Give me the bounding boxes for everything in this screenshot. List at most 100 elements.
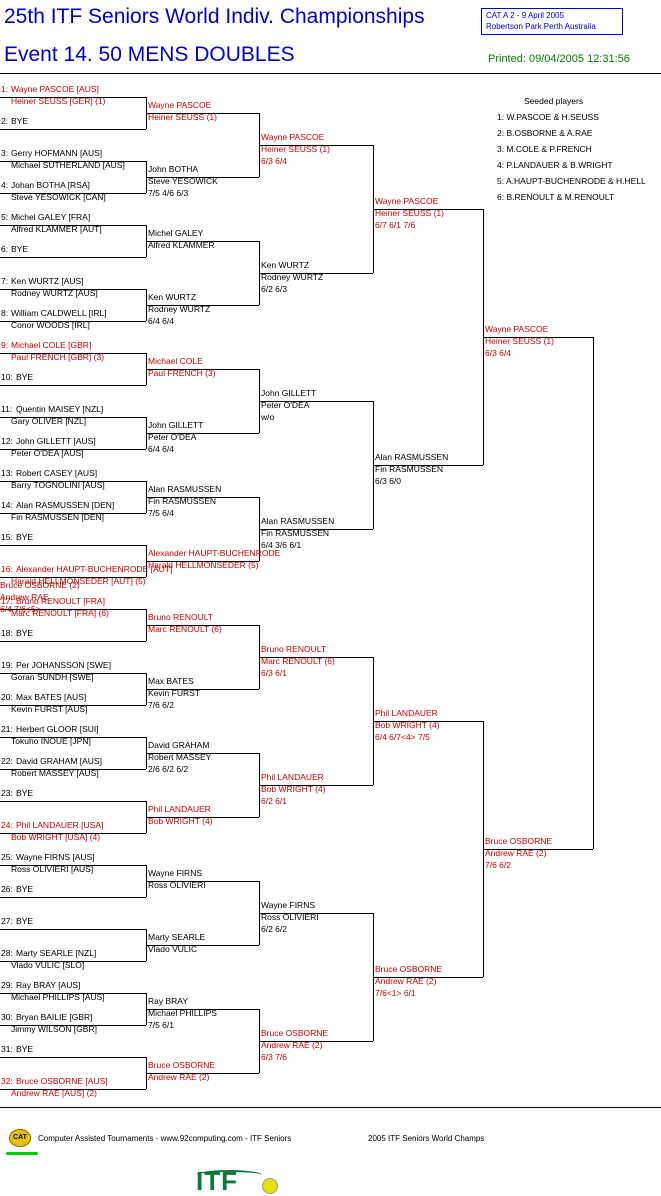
- round-player-1: Marty SEARLE: [148, 932, 206, 942]
- round-line: [259, 145, 373, 146]
- round-player-1: Wayne PASCOE: [148, 100, 212, 110]
- draw-player-1: Marty SEARLE [NZL]: [16, 948, 97, 958]
- round-line: [259, 913, 373, 914]
- draw-number: 30:: [1, 1012, 13, 1022]
- draw-player-1: Johan BOTHA [RSA]: [11, 180, 90, 190]
- round-line: [146, 881, 259, 882]
- round-player-2: Ross OLIVIERI: [261, 912, 319, 922]
- draw-line: [0, 481, 146, 482]
- draw-player-2: Goran SUNDH [SWE]: [11, 672, 94, 682]
- round-player-2: Fin RASMUSSEN: [375, 464, 444, 474]
- draw-player-2: Gary OLIVER [NZL]: [11, 416, 87, 426]
- draw-number: 7:: [1, 276, 9, 286]
- draw-number: 13:: [1, 468, 13, 478]
- draw-line: [0, 1057, 146, 1058]
- draw-line: [0, 257, 146, 258]
- draw-line: [0, 449, 146, 450]
- draw-line: [0, 865, 146, 866]
- draw-number: 32:: [1, 1076, 13, 1086]
- round-player-1: Wayne FIRNS: [148, 868, 203, 878]
- printed-timestamp: Printed: 09/04/2005 12:31:56: [488, 53, 630, 65]
- round-player-1: Bruno RENOULT: [148, 612, 214, 622]
- match-score: 6/4 6/4: [148, 316, 174, 326]
- draw-line: [0, 961, 146, 962]
- draw-number: 24:: [1, 820, 13, 830]
- bracket-connector: [593, 337, 594, 849]
- round-player-1: David GRAHAM: [148, 740, 210, 750]
- draw-player-1: Max BATES [AUS]: [16, 692, 87, 702]
- round-player-1: Alan RASMUSSEN: [375, 452, 449, 462]
- round-player-1: Max BATES: [148, 676, 194, 686]
- round-player-2: Andrew RAE (2): [261, 1040, 323, 1050]
- draw-number: 6:: [1, 244, 9, 254]
- draw-player-1: David GRAHAM [AUS]: [16, 756, 102, 766]
- round-line: [373, 209, 483, 210]
- match-score: 7/6 6/2: [485, 860, 511, 870]
- draw-line: [0, 129, 146, 130]
- draw-number: 17:: [1, 596, 13, 606]
- draw-player-1: Ray BRAY [AUS]: [16, 980, 81, 990]
- draw-line: [0, 769, 146, 770]
- draw-number: 27:: [1, 916, 13, 926]
- round-line: [259, 657, 373, 658]
- round-player-2: Fin RASMUSSEN: [261, 528, 330, 538]
- round-player-1: Michel GALEY: [148, 228, 204, 238]
- draw-line: [0, 577, 146, 578]
- draw-player-2: Steve YESOWICK [CAN]: [11, 192, 106, 202]
- round-player-1: Ray BRAY: [148, 996, 188, 1006]
- draw-line: [0, 513, 146, 514]
- round-player-2: Andrew RAE (2): [375, 976, 437, 986]
- round-player-2: Marc RENOULT (6): [261, 656, 335, 666]
- draw-number: 5:: [1, 212, 9, 222]
- draw-number: 15:: [1, 532, 13, 542]
- draw-player-1: Herbert GLOOR [SUI]: [16, 724, 99, 734]
- footer-event-name: 2005 ITF Seniors World Champs: [368, 1134, 485, 1143]
- match-score: 6/7 6/1 7/6: [375, 220, 416, 230]
- draw-player-1: BYE: [11, 116, 29, 126]
- round-player-2: Andrew RAE (2): [485, 848, 547, 858]
- round-line: [146, 241, 259, 242]
- draw-number: 22:: [1, 756, 13, 766]
- itf-logo: ITF: [196, 1166, 238, 1196]
- seeded-player: 2: B.OSBORNE & A.RAE: [497, 128, 593, 138]
- draw-line: [0, 161, 146, 162]
- draw-number: 9:: [1, 340, 9, 350]
- draw-line: [0, 993, 146, 994]
- match-score: 7/6<1> 6/1: [375, 988, 416, 998]
- draw-player-2: Kevin FURST [AUS]: [11, 704, 88, 714]
- round-player-1: Alan RASMUSSEN: [261, 516, 335, 526]
- round-line: [483, 337, 593, 338]
- match-score: 7/5 6/4: [148, 508, 174, 518]
- round-player-1: Ken WURTZ: [261, 260, 310, 270]
- round-line: [146, 625, 259, 626]
- round-player-1: Bruce OSBORNE: [261, 1028, 329, 1038]
- round-player-2: Alfred KLAMMER: [148, 240, 215, 250]
- round-player-2: Marc RENOULT (6): [148, 624, 222, 634]
- match-score: 6/4 7/6<5>: [0, 604, 41, 614]
- round-player-1: Wayne FIRNS: [261, 900, 316, 910]
- seeded-player: 6: B.RENOULT & M.RENOULT: [497, 192, 615, 202]
- draw-line: [0, 353, 146, 354]
- match-score: w/o: [261, 412, 275, 422]
- draw-line: [0, 897, 146, 898]
- draw-line: [0, 1025, 146, 1026]
- round-line: [146, 689, 259, 690]
- draw-player-1: John GILLETT [AUS]: [16, 436, 96, 446]
- round-line: [146, 753, 259, 754]
- round-line: [146, 1073, 259, 1074]
- match-score: 6/4 6/4: [148, 444, 174, 454]
- round-player-1: Bruce OSBORNE (2): [0, 580, 80, 590]
- itf-logo-swoosh: [196, 1170, 262, 1180]
- event-title: Event 14. 50 MENS DOUBLES: [4, 43, 295, 66]
- draw-player-2: Heiner SEUSS [GER] (1): [11, 96, 106, 106]
- draw-number: 25:: [1, 852, 13, 862]
- draw-player-2: Michael PHILLIPS [AUS]: [11, 992, 105, 1002]
- round-line: [259, 785, 373, 786]
- seeded-players-title: Seeded players: [524, 96, 584, 106]
- match-score: 7/6 6/2: [148, 700, 174, 710]
- draw-number: 4:: [1, 180, 9, 190]
- draw-number: 23:: [1, 788, 13, 798]
- seeded-player: 5: A.HAUPT-BUCHENRODE & H.HELL: [497, 176, 646, 186]
- match-score: 6/2 6/3: [261, 284, 287, 294]
- footer-credit: Computer Assisted Tournaments - www.92co…: [38, 1134, 292, 1143]
